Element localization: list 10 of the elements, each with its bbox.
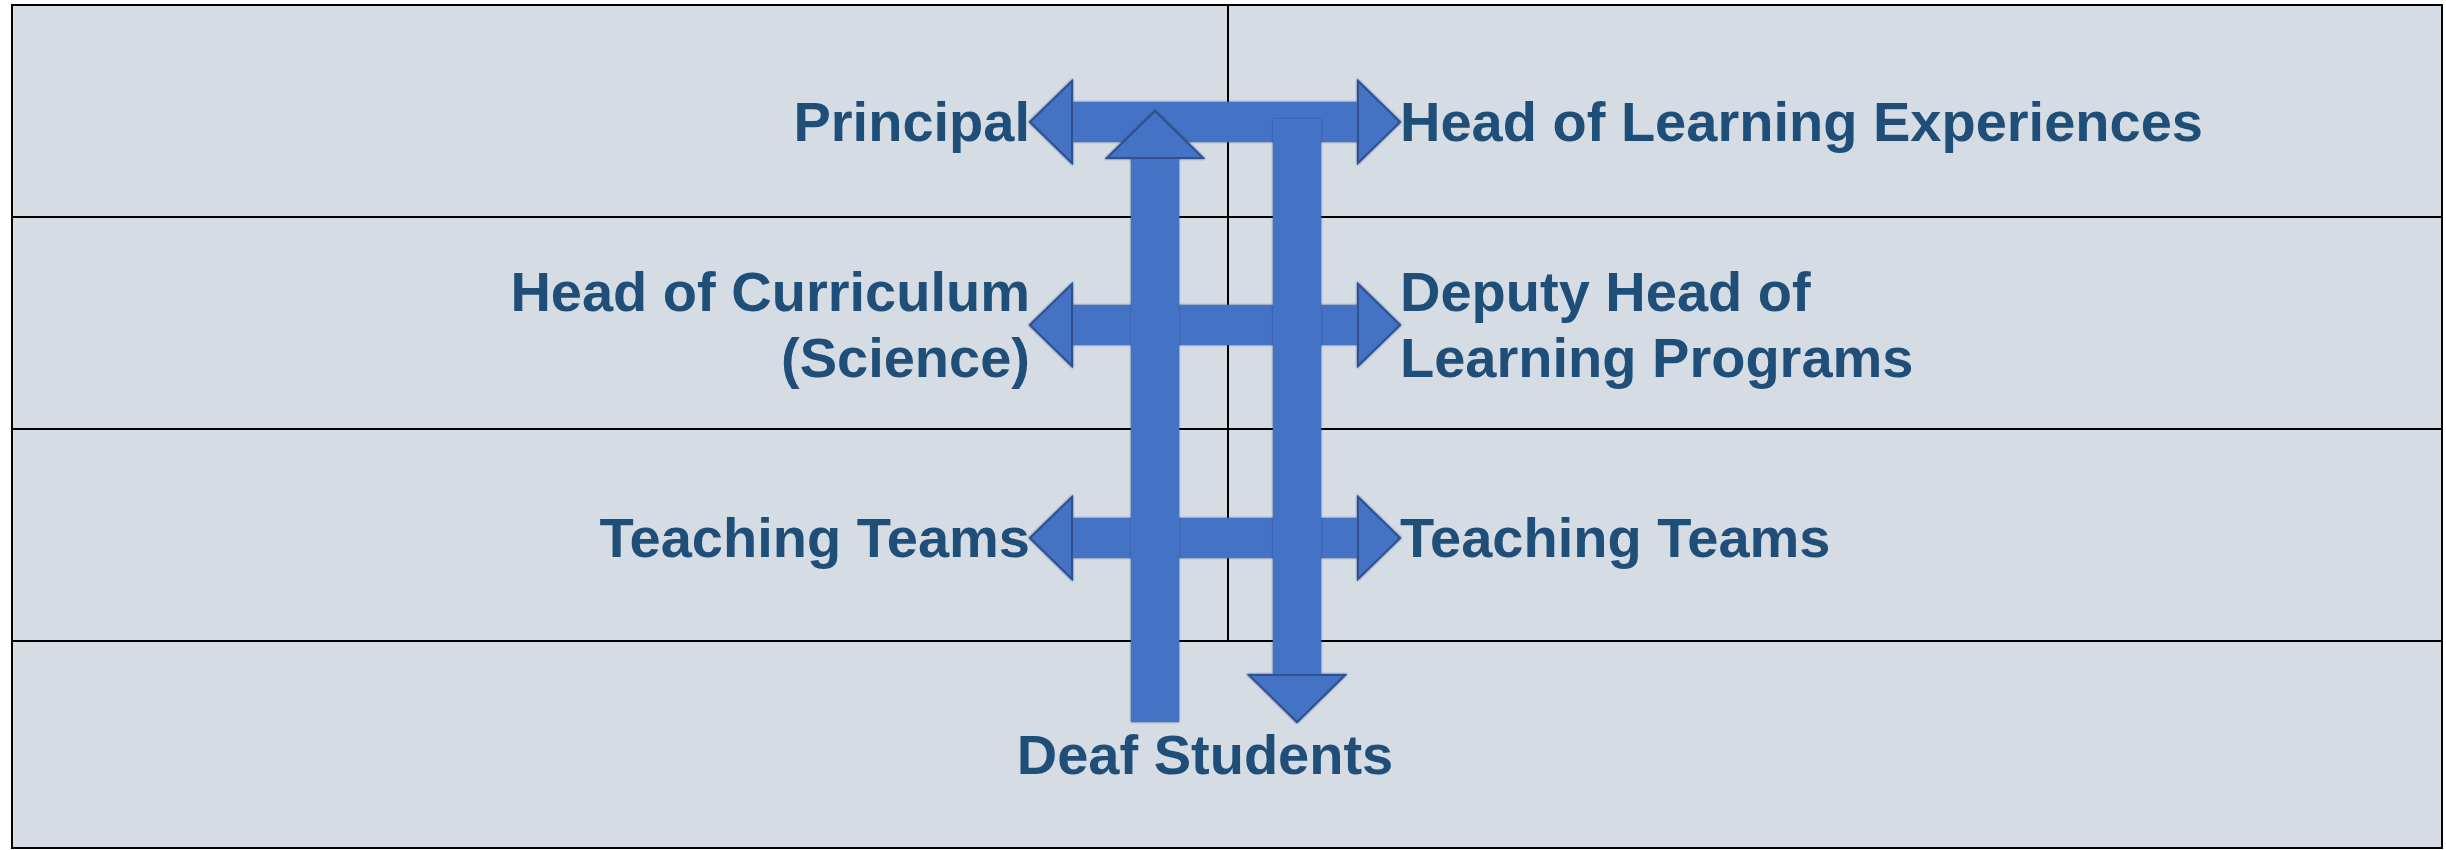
role-label: Deaf Students <box>1016 722 1394 789</box>
role-label: Head of Curriculum (Science) <box>410 258 1030 392</box>
role-label: Head of Learning Experiences <box>1400 88 2203 156</box>
block-arrow <box>1029 496 1401 580</box>
role-label: Teaching Teams <box>1400 504 1831 572</box>
role-label: Deputy Head of Learning Programs <box>1400 258 2040 392</box>
block-arrow <box>1029 283 1401 367</box>
role-label: Teaching Teams <box>599 504 1030 572</box>
role-label: Principal <box>793 88 1030 156</box>
block-arrow <box>1029 80 1401 164</box>
